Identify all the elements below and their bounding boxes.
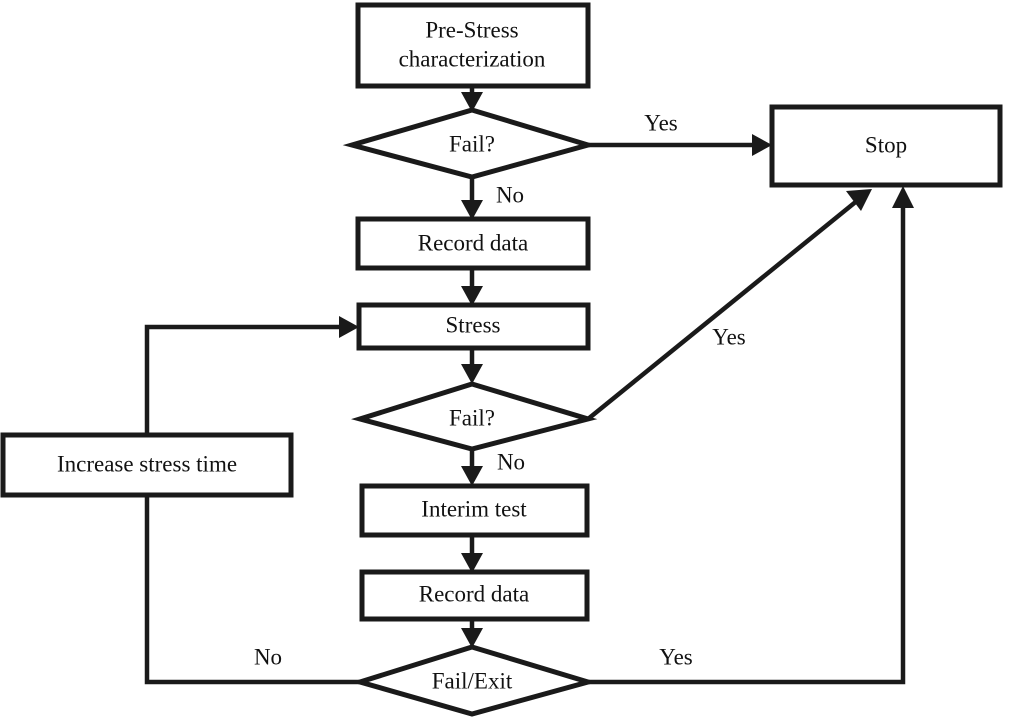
edge-failexit-no-loop xyxy=(144,316,360,685)
node-record-data-bottom[interactable]: Record data xyxy=(359,569,590,622)
edge-failmid-no-to-interim xyxy=(461,448,483,486)
edge-label-mid-no: No xyxy=(497,449,525,474)
node-pre-stress-characterization[interactable]: Pre-Stress characterization xyxy=(355,2,591,89)
edge-failexit-yes-to-stop xyxy=(588,186,914,685)
node-fail-decision-mid[interactable]: Fail? xyxy=(351,381,598,452)
node-stress[interactable]: Stress xyxy=(356,302,591,351)
edge-label-top-yes: Yes xyxy=(644,110,678,135)
edge-label-mid-yes: Yes xyxy=(712,324,746,349)
node-stop-label: Stop xyxy=(865,132,907,157)
node-record-data-top-label: Record data xyxy=(418,230,528,255)
node-pre-stress-label-line1: Pre-Stress xyxy=(425,17,518,42)
edge-interim-to-record xyxy=(461,535,483,573)
node-stop[interactable]: Stop xyxy=(769,104,1003,188)
node-increase-stress-time-label: Increase stress time xyxy=(57,451,237,476)
node-fail-mid-label: Fail? xyxy=(449,405,495,430)
edge-stress-to-failmid xyxy=(461,348,483,384)
edge-record-to-stress xyxy=(461,268,483,306)
node-record-data-top[interactable]: Record data xyxy=(355,216,591,271)
node-increase-stress-time[interactable]: Increase stress time xyxy=(0,432,294,498)
node-fail-top-label: Fail? xyxy=(449,131,495,156)
node-fail-decision-top[interactable]: Fail? xyxy=(342,107,598,180)
edge-failtop-no-to-record xyxy=(461,176,483,220)
edge-label-top-no: No xyxy=(496,182,524,207)
edge-label-bottom-yes: Yes xyxy=(659,644,693,669)
node-interim-test-label: Interim test xyxy=(421,496,527,521)
edge-failmid-yes-to-stop xyxy=(586,189,872,421)
node-fail-exit-label: Fail/Exit xyxy=(432,668,513,693)
edge-failtop-yes-to-stop xyxy=(588,134,772,156)
edge-label-bottom-no: No xyxy=(254,644,282,669)
node-record-data-bottom-label: Record data xyxy=(419,581,529,606)
node-stress-label: Stress xyxy=(446,312,501,337)
node-pre-stress-label-line2: characterization xyxy=(399,46,546,71)
node-interim-test[interactable]: Interim test xyxy=(359,483,590,538)
edge-record-to-failexit xyxy=(461,618,483,648)
node-fail-exit-decision[interactable]: Fail/Exit xyxy=(351,644,598,717)
